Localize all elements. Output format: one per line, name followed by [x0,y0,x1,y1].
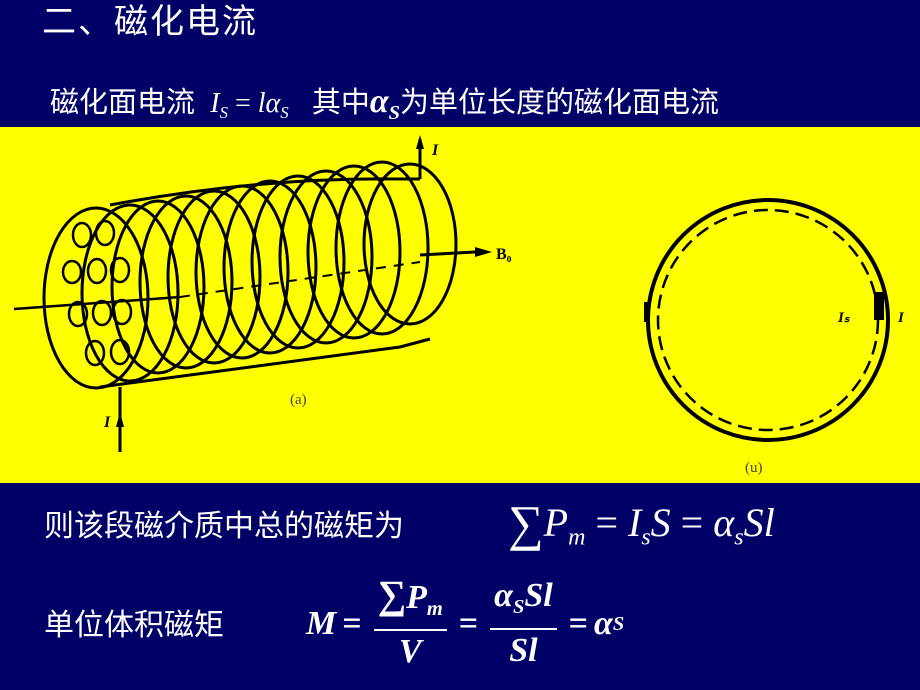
figure-panel: B₀ I I (a) Iₛ I (u) [0,127,920,483]
total-moment-formula: ∑Pm = IsS = αsSl [508,495,775,551]
unit-volume-moment-label: 单位体积磁矩 [44,608,224,643]
fraction-sum-over-volume: ∑Pm V [373,574,447,673]
surface-current-definition: 磁化面电流 IS = lαS 其中αS为单位长度的磁化面电流 [50,80,719,124]
alpha-symbol: αS [369,83,401,125]
current-label-bottom: I [103,414,111,431]
where-text: 其中 [311,85,370,119]
caption-u: (u) [745,460,763,476]
current-label-top: I [431,142,439,159]
b0-label: B₀ [496,246,512,263]
surface-current-formula: IS = lαS [210,88,289,122]
fraction-alpha-sl: αSSl Sl [490,576,557,671]
total-moment-label: 则该段磁介质中总的磁矩为 [44,509,404,544]
magnetized-cylinder-diagram: B₀ I I (a) Iₛ I (u) [13,135,905,476]
is-label: Iₛ [837,310,851,326]
alpha-description: 为单位长度的磁化面电流 [400,85,720,119]
surface-current-label: 磁化面电流 [50,85,196,119]
slide-title: 二、磁化电流 [42,2,258,42]
ring-current-label: I [897,310,905,326]
caption-a: (a) [290,392,307,408]
